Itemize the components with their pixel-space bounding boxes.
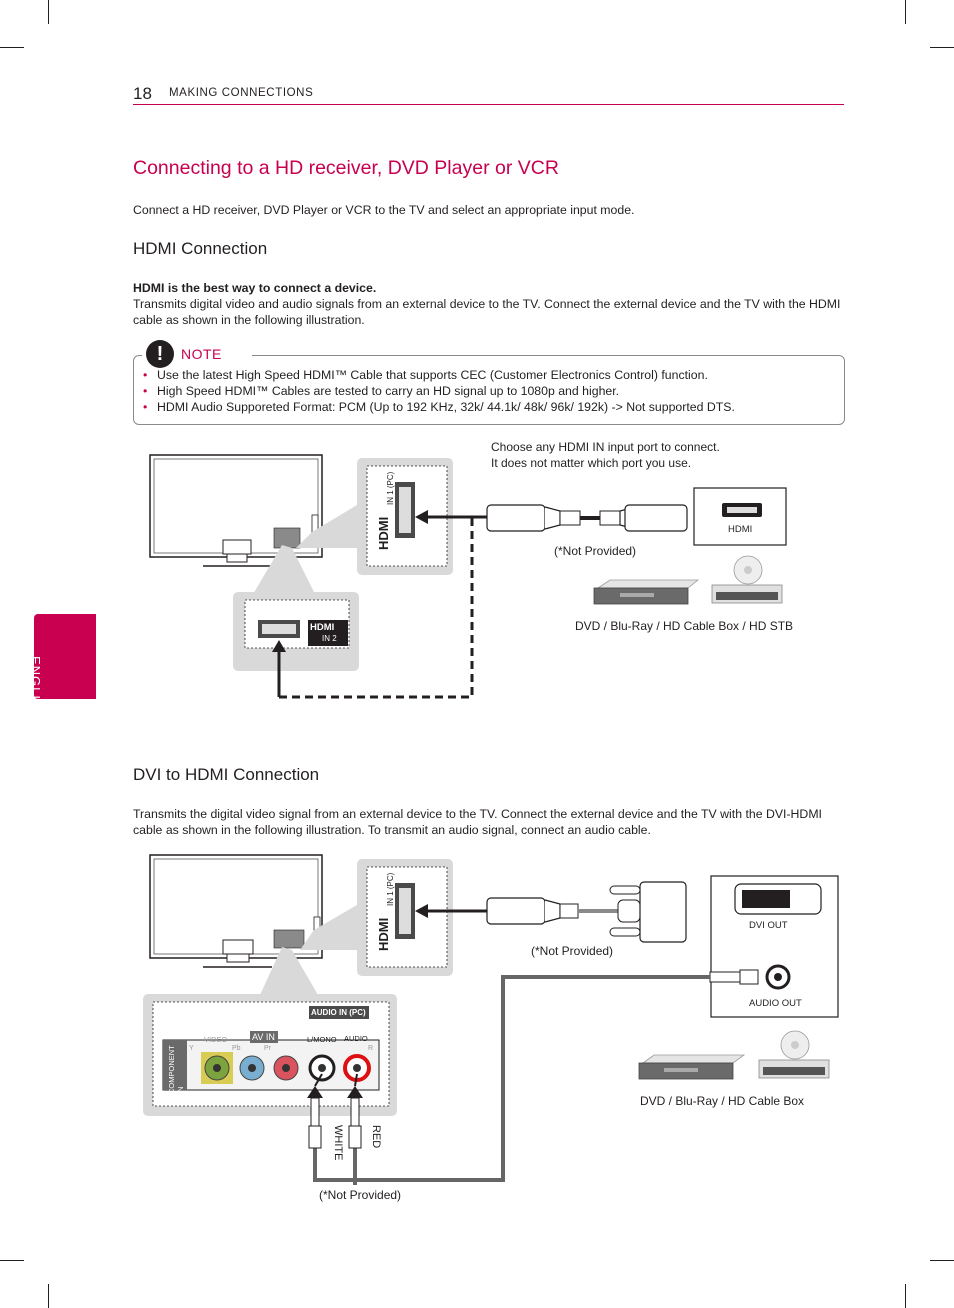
port-tip: Choose any HDMI IN input port to connect… xyxy=(491,440,720,454)
crop-mark xyxy=(48,1284,49,1308)
lmono-label: L/MONO xyxy=(307,1035,337,1044)
tv-illustration xyxy=(149,454,323,567)
dvi-hdmi-cable xyxy=(486,881,687,943)
callout-pointer xyxy=(296,505,357,548)
crop-mark xyxy=(48,0,49,24)
dvi-heading: DVI to HDMI Connection xyxy=(133,765,320,784)
dvi-body: Transmits the digital video signal from … xyxy=(133,807,822,837)
intro-text: Connect a HD receiver, DVD Player or VCR… xyxy=(133,203,635,217)
red-rca-plug xyxy=(350,1097,360,1127)
bluray-player-icon xyxy=(758,1030,830,1079)
note-item: •Use the latest High Speed HDMI™ Cable t… xyxy=(143,368,708,382)
not-provided-label: (*Not Provided) xyxy=(554,544,637,558)
audio-out-label: AUDIO OUT xyxy=(749,998,802,1009)
pr-label: Pr xyxy=(264,1045,271,1052)
crop-mark xyxy=(905,1284,906,1308)
crop-mark xyxy=(0,1260,24,1261)
dvi-out-label: DVI OUT xyxy=(749,920,788,931)
bluray-player-icon xyxy=(711,555,783,604)
not-provided-label: (*Not Provided) xyxy=(531,944,614,958)
page-number: 18 xyxy=(133,84,152,103)
hdmi-cable xyxy=(486,504,688,532)
audio-cable xyxy=(313,975,710,1182)
language-tab xyxy=(34,614,96,699)
crop-mark xyxy=(905,0,906,24)
hdmi-logo: HDMI xyxy=(376,516,391,550)
note-label: NOTE xyxy=(181,346,222,362)
note-item: •High Speed HDMI™ Cables are tested to c… xyxy=(143,384,620,398)
audio-label: AUDIO xyxy=(344,1034,368,1043)
tv-illustration xyxy=(149,854,323,968)
hdmi-port-label: HDMI xyxy=(728,524,753,535)
white-rca-plug xyxy=(310,1097,320,1127)
hdmi-logo: HDMI xyxy=(310,622,335,633)
component-in-label: COMPONENT IN xyxy=(167,1045,185,1094)
callout-pointer xyxy=(260,947,318,995)
video-label: VIDEO xyxy=(204,1035,228,1044)
hdmi-heading: HDMI Connection xyxy=(133,239,268,258)
header-rule xyxy=(133,104,844,105)
av-in-label: AV IN xyxy=(252,1032,275,1042)
crop-mark xyxy=(930,1260,954,1261)
callout-pointer xyxy=(252,545,316,596)
note-box xyxy=(133,355,845,425)
port-tip: It does not matter which port you use. xyxy=(491,456,692,470)
devices-label: DVD / Blu-Ray / HD Cable Box / HD STB xyxy=(575,619,794,633)
r-label: R xyxy=(368,1045,374,1052)
not-provided-label: (*Not Provided) xyxy=(319,1188,402,1202)
audio-plug xyxy=(709,971,741,983)
crop-mark xyxy=(930,47,954,48)
dvd-player-icon xyxy=(593,579,700,605)
port-label-in1: IN 1 (PC) xyxy=(386,872,395,906)
page-title: Connecting to a HD receiver, DVD Player … xyxy=(133,157,559,179)
y-label: Y xyxy=(189,1045,194,1052)
audio-in-pc-label: AUDIO IN (PC) xyxy=(311,1008,366,1017)
exclamation-icon: ! xyxy=(146,340,174,368)
hdmi-logo: HDMI xyxy=(376,917,391,951)
note-item: •HDMI Audio Supporeted Format: PCM (Up t… xyxy=(143,400,735,414)
port-label-in1: IN 1 (PC) xyxy=(386,471,395,505)
section-name: MAKING CONNECTIONS xyxy=(169,87,314,99)
devices-label: DVD / Blu-Ray / HD Cable Box xyxy=(640,1094,805,1108)
crop-mark xyxy=(0,47,24,48)
white-cable-label: WHITE xyxy=(332,1125,344,1161)
hdmi-body: Transmits digital video and audio signal… xyxy=(133,297,841,327)
pb-label: Pb xyxy=(232,1045,241,1052)
port-label-in2: IN 2 xyxy=(322,634,337,643)
dvd-player-icon xyxy=(638,1054,746,1080)
hdmi-lead: HDMI is the best way to connect a device… xyxy=(133,281,377,295)
callout-pointer xyxy=(300,905,357,950)
red-cable-label: RED xyxy=(370,1125,382,1149)
